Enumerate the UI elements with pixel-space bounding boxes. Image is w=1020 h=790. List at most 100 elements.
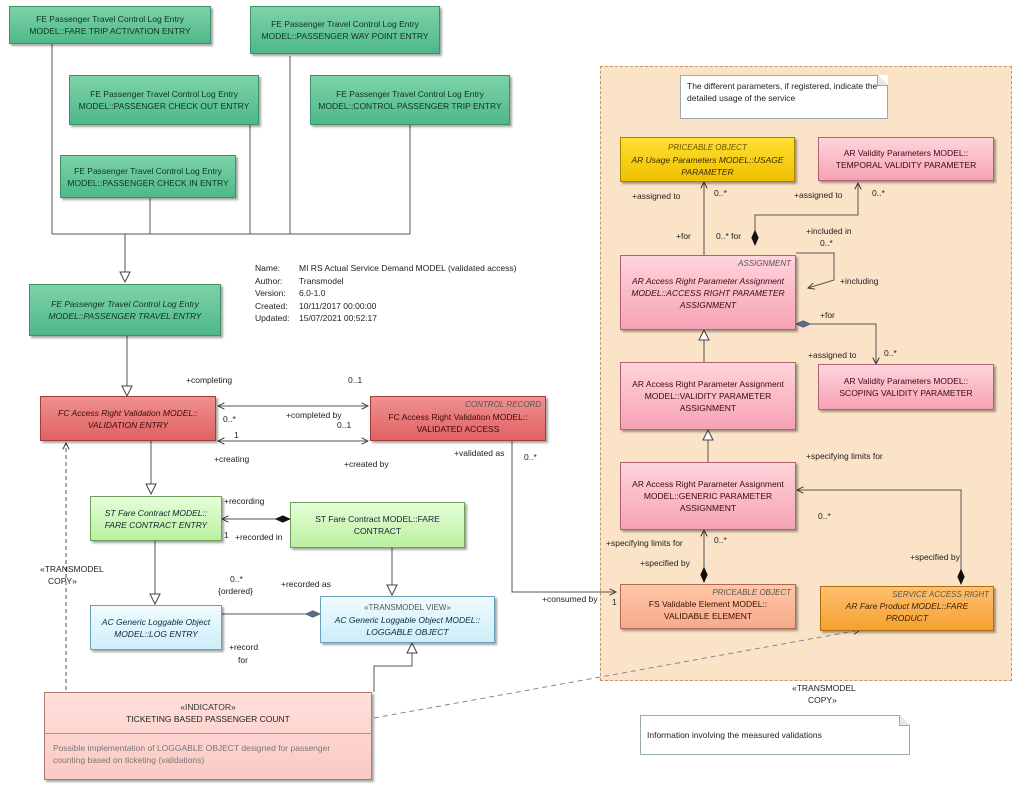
multiplicity-label: 0..* [872,188,885,198]
stereotype-label: «INDICATOR» [180,702,236,712]
multiplicity-label: 0..* [818,511,831,521]
assoc-label: +for [820,310,835,320]
class-access-right-parameter-assignment[interactable]: ASSIGNMENT AR Access Right Parameter Ass… [620,255,796,330]
stereotype-label: «TRANSMODEL [40,564,104,574]
class-label: PARAMETER [681,166,734,177]
class-label: AR Validity Parameters MODEL:: [843,148,969,158]
stereotype-label: «TRANSMODEL [792,683,856,693]
class-label: FE Passenger Travel Control Log Entry [74,165,222,176]
multiplicity-label: 1 [234,430,239,440]
stereotype-label: PRICEABLE OBJECT [712,588,791,597]
class-label: AR Fare Product MODEL::FARE [845,600,969,611]
meta-version-value: 6.0-1.0 [299,288,326,298]
class-fare-product[interactable]: SERVICE ACCESS RIGHT AR Fare Product MOD… [820,586,994,631]
multiplicity-label: 0..* [714,188,727,198]
assoc-label: +assigned to [632,191,681,201]
assoc-label: +specified by [640,558,690,568]
class-passenger-check-in-entry[interactable]: FE Passenger Travel Control Log Entry MO… [60,155,236,198]
indicator-title: TICKETING BASED PASSENGER COUNT [126,714,290,724]
class-label: FC Access Right Validation MODEL:: [58,407,198,418]
class-label: AR Access Right Parameter Assignment [632,275,784,286]
class-scoping-validity-parameter[interactable]: AR Validity Parameters MODEL:: SCOPING V… [818,364,994,410]
assoc-label: +record [229,642,259,652]
class-label: AC Generic Loggable Object MODEL:: [334,614,481,625]
class-validity-parameter-assignment[interactable]: AR Access Right Parameter Assignment MOD… [620,362,796,430]
class-label: FE Passenger Travel Control Log Entry [271,19,419,29]
meta-created-label: Created: [255,300,288,311]
indicator-desc-line: Possible implementation of LOGGABLE OBJE… [53,743,331,753]
assoc-label: +included in [806,226,852,236]
meta-name-label: Name: [255,263,281,273]
stereotype-label: ASSIGNMENT [738,259,791,268]
class-label: SCOPING VALIDITY PARAMETER [839,388,973,398]
assoc-label: +consumed by [542,594,598,604]
class-label: AR Access Right Parameter Assignment [632,379,784,389]
class-validated-access[interactable]: CONTROL RECORD FC Access Right Validatio… [370,396,546,441]
stereotype-label: CONTROL RECORD [465,400,541,409]
class-label: MODEL::LOG ENTRY [114,628,198,639]
multiplicity-label: 0..* [714,535,727,545]
assoc-label: +creating [214,454,250,464]
class-label: VALIDATED ACCESS [416,423,500,434]
class-label: FE Passenger Travel Control Log Entry [36,14,184,24]
note-text: Information involving the measured valid… [647,730,822,740]
assoc-label: +recording [224,496,265,506]
multiplicity-label: 0..* [884,348,897,358]
class-validation-entry[interactable]: FC Access Right Validation MODEL:: VALID… [40,396,216,441]
class-label: ST Fare Contract MODEL:: [104,507,208,518]
diagram-metadata: Name:MI RS Actual Service Demand MODEL (… [255,262,516,325]
class-label: LOGGABLE OBJECT [366,626,449,637]
class-log-entry[interactable]: AC Generic Loggable Object MODEL::LOG EN… [90,605,222,650]
indicator-description: Possible implementation of LOGGABLE OBJE… [45,733,371,766]
class-fare-contract-entry[interactable]: ST Fare Contract MODEL:: FARE CONTRACT E… [90,496,222,541]
class-label: MODEL::ACCESS RIGHT PARAMETER [631,287,785,298]
assoc-label: +recorded as [281,579,331,589]
class-label: MODEL::PASSENGER TRAVEL ENTRY [48,311,202,321]
multiplicity-label: 0..1 [348,375,363,385]
class-passenger-check-out-entry[interactable]: FE Passenger Travel Control Log Entry MO… [69,75,259,125]
multiplicity-label: 1 [224,530,229,540]
class-control-passenger-trip-entry[interactable]: FE Passenger Travel Control Log Entry MO… [310,75,510,125]
class-label: FE Passenger Travel Control Log Entry [51,299,199,309]
class-fare-contract[interactable]: ST Fare Contract MODEL::FARE CONTRACT [290,502,465,548]
indicator-desc-line: counting based on ticketing (validations… [53,755,205,765]
class-usage-parameter[interactable]: PRICEABLE OBJECT AR Usage Parameters MOD… [620,137,795,182]
class-label: TEMPORAL VALIDITY PARAMETER [835,160,977,170]
stereotype-label: COPY» [808,695,837,705]
class-label: FS Validable Element MODEL:: [648,598,768,609]
indicator-ticketing-based-passenger-count[interactable]: «INDICATOR» TICKETING BASED PASSENGER CO… [44,692,372,780]
assoc-label: +specified by [910,552,960,562]
class-label: FARE CONTRACT ENTRY [104,519,208,530]
class-label: AR Validity Parameters MODEL:: [843,376,969,386]
class-label: MODEL::PASSENGER WAY POINT ENTRY [261,31,429,41]
class-label: MODEL::FARE TRIP ACTIVATION ENTRY [29,26,191,36]
multiplicity-label: 1 [612,597,617,607]
multiplicity-label: 0..* [223,414,236,424]
class-validable-element[interactable]: PRICEABLE OBJECT FS Validable Element MO… [620,584,796,629]
meta-updated-label: Updated: [255,313,290,323]
note-text: the detailed usage of the service [687,81,878,103]
class-passenger-way-point-entry[interactable]: FE Passenger Travel Control Log Entry MO… [250,6,440,54]
multiplicity-label: 0..* [820,238,833,248]
class-label: AR Access Right Parameter Assignment [632,479,784,489]
note-text: The different parameters, if registered,… [687,81,864,91]
class-label: MODEL::PASSENGER CHECK IN ENTRY [67,177,229,188]
stereotype-label: PRICEABLE OBJECT [668,142,747,152]
constraint-label: {ordered} [218,586,253,596]
class-passenger-travel-entry[interactable]: FE Passenger Travel Control Log Entry MO… [29,284,221,336]
stereotype-label: SERVICE ACCESS RIGHT [892,590,989,599]
class-label: PRODUCT [885,612,929,623]
assoc-label: +validated as [454,448,505,458]
class-generic-parameter-assignment[interactable]: AR Access Right Parameter Assignment MOD… [620,462,796,530]
class-loggable-object[interactable]: «TRANSMODEL VIEW» AC Generic Loggable Ob… [320,596,495,643]
class-label: FC Access Right Validation MODEL:: [388,411,528,422]
note-parameters: The different parameters, if registered,… [680,75,888,119]
assoc-label: +created by [344,459,389,469]
assoc-label: +specifying limits for [806,451,883,461]
assoc-label: +completed by [286,410,342,420]
class-label: ASSIGNMENT [679,503,737,513]
class-temporal-validity-parameter[interactable]: AR Validity Parameters MODEL:: TEMPORAL … [818,137,994,181]
meta-version-label: Version: [255,288,286,298]
class-fare-trip-activation-entry[interactable]: FE Passenger Travel Control Log Entry MO… [9,6,211,44]
multiplicity-label: 0..* for [716,231,742,241]
